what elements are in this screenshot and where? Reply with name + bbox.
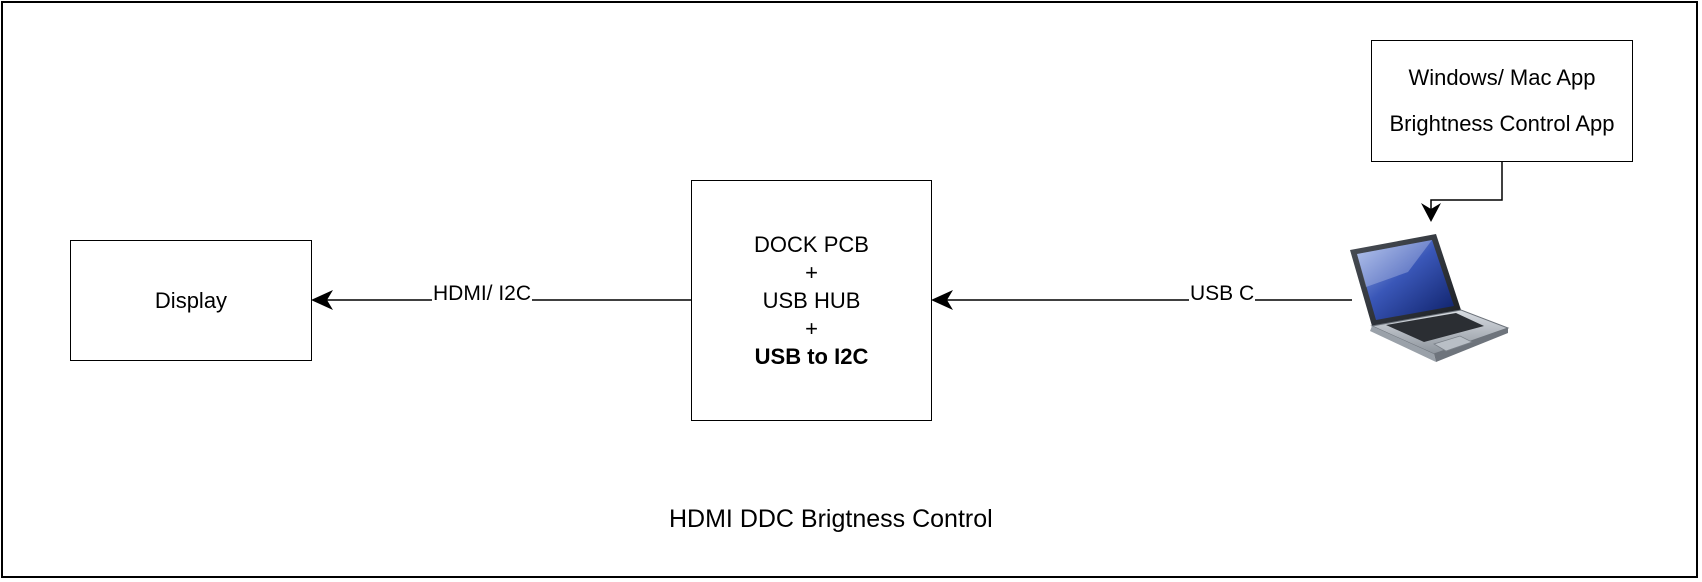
app-connector-line	[1430, 162, 1503, 212]
app-line-1: Windows/ Mac App	[1408, 65, 1596, 91]
display-label: Display	[154, 287, 228, 313]
dock-line-4: +	[805, 315, 818, 341]
laptop-icon	[1350, 234, 1510, 362]
dock-line-3: USB HUB	[762, 287, 861, 313]
app-arrowhead	[1421, 203, 1441, 222]
dock-pcb-box: DOCK PCB + USB HUB + USB to I2C	[691, 180, 932, 421]
dock-line-1: DOCK PCB	[754, 231, 869, 257]
app-line-2: Brightness Control App	[1389, 110, 1615, 136]
diagram-caption: HDMI DDC Brigtness Control	[669, 505, 993, 533]
app-box: Windows/ Mac App Brightness Control App	[1371, 40, 1633, 162]
dock-line-5: USB to I2C	[754, 343, 869, 369]
display-box: Display	[70, 240, 312, 361]
hdmi-edge-label: HDMI/ I2C	[432, 282, 533, 306]
dock-line-2: +	[805, 259, 818, 285]
usb-edge-label: USB C	[1189, 282, 1256, 306]
usb-arrowhead	[931, 290, 953, 310]
hdmi-arrowhead	[311, 290, 333, 310]
